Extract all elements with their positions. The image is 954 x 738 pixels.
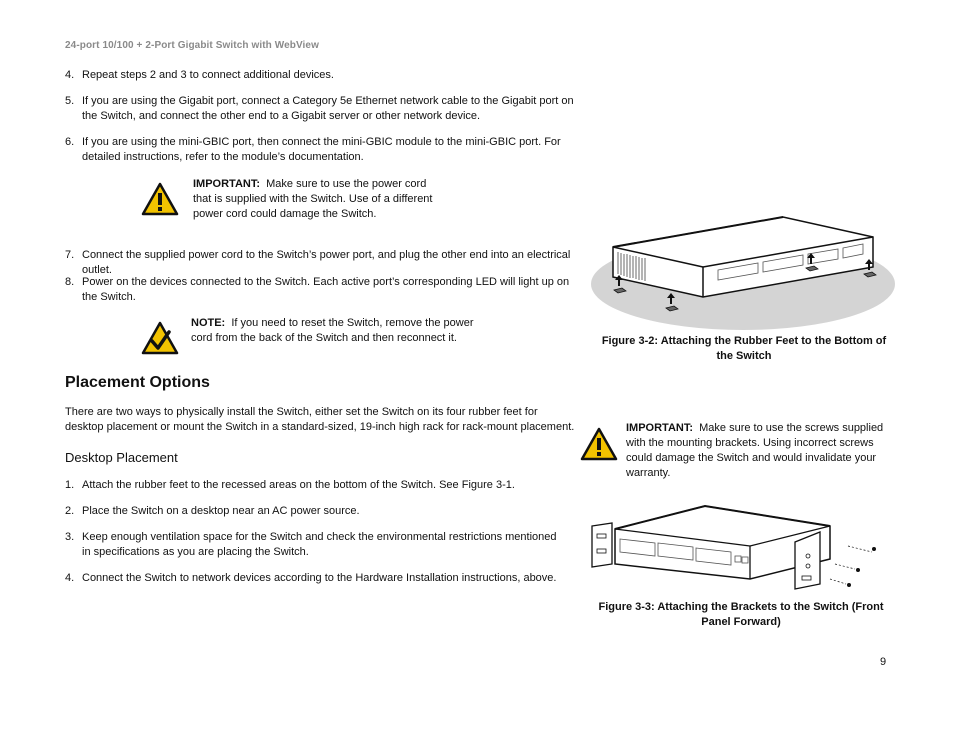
- step-number: 4.: [65, 69, 75, 81]
- rack-bracket-illustration: [591, 504, 876, 590]
- figure-caption: Figure 3-3: Attaching the Brackets to th…: [598, 601, 884, 628]
- list-item: 7. Connect the supplied power cord to th…: [65, 248, 595, 276]
- figure-caption: Figure 3-2: Attaching the Rubber Feet to…: [601, 335, 887, 362]
- step-text: Connect the Switch to network devices ac…: [82, 572, 557, 584]
- important-callout: IMPORTANT: Make sure to use the screws s…: [626, 421, 896, 481]
- callout-label: IMPORTANT:: [626, 422, 694, 434]
- callout-text: Make sure to use the screws supplied wit…: [626, 422, 884, 479]
- page-number: 9: [880, 656, 887, 668]
- warning-icon: [580, 427, 618, 461]
- intro-paragraph: There are two ways to physically install…: [65, 406, 575, 433]
- step-number: 5.: [65, 95, 75, 107]
- step-number: 8.: [65, 276, 75, 288]
- note-callout: NOTE: If you need to reset the Switch, r…: [191, 316, 491, 346]
- callout-label: IMPORTANT:: [193, 178, 261, 190]
- subsection-title: Desktop Placement: [65, 450, 178, 465]
- step-number: 4.: [65, 572, 75, 584]
- list-item: 8. Power on the devices connected to the…: [65, 275, 585, 305]
- checkmark-icon: [141, 321, 179, 355]
- step-text: If you are using the mini-GBIC port, the…: [82, 136, 561, 163]
- list-item: 5. If you are using the Gigabit port, co…: [65, 94, 585, 124]
- list-item: 3. Keep enough ventilation space for the…: [65, 530, 565, 560]
- section-title: Placement Options: [65, 374, 210, 391]
- step-text: Attach the rubber feet to the recessed a…: [82, 479, 515, 491]
- running-header: 24-port 10/100 + 2-Port Gigabit Switch w…: [65, 40, 319, 51]
- step-text: Repeat steps 2 and 3 to connect addition…: [82, 69, 334, 81]
- list-item: 2. Place the Switch on a desktop near an…: [65, 504, 585, 519]
- list-item: 1. Attach the rubber feet to the recesse…: [65, 478, 585, 493]
- callout-label: NOTE:: [191, 317, 226, 329]
- step-number: 3.: [65, 531, 75, 543]
- step-number: 7.: [65, 249, 75, 261]
- step-text: Keep enough ventilation space for the Sw…: [82, 531, 557, 558]
- list-item: 4. Connect the Switch to network devices…: [65, 571, 585, 586]
- step-number: 2.: [65, 505, 75, 517]
- step-number: 6.: [65, 136, 75, 148]
- warning-icon: [141, 182, 179, 216]
- step-text: Power on the devices connected to the Sw…: [82, 276, 570, 303]
- list-item: 4. Repeat steps 2 and 3 to connect addit…: [65, 68, 585, 83]
- step-text: If you are using the Gigabit port, conne…: [82, 95, 574, 122]
- step-text: Place the Switch on a desktop near an AC…: [82, 505, 360, 517]
- step-number: 1.: [65, 479, 75, 491]
- rubber-feet-illustration: [591, 216, 895, 330]
- callout-text: Make sure to use the power cord that is …: [193, 178, 433, 220]
- list-item: 6. If you are using the mini-GBIC port, …: [65, 135, 585, 165]
- step-text: Connect the supplied power cord to the S…: [82, 249, 571, 276]
- important-callout: IMPORTANT: Make sure to use the power co…: [193, 177, 433, 222]
- callout-text: If you need to reset the Switch, remove …: [191, 317, 474, 344]
